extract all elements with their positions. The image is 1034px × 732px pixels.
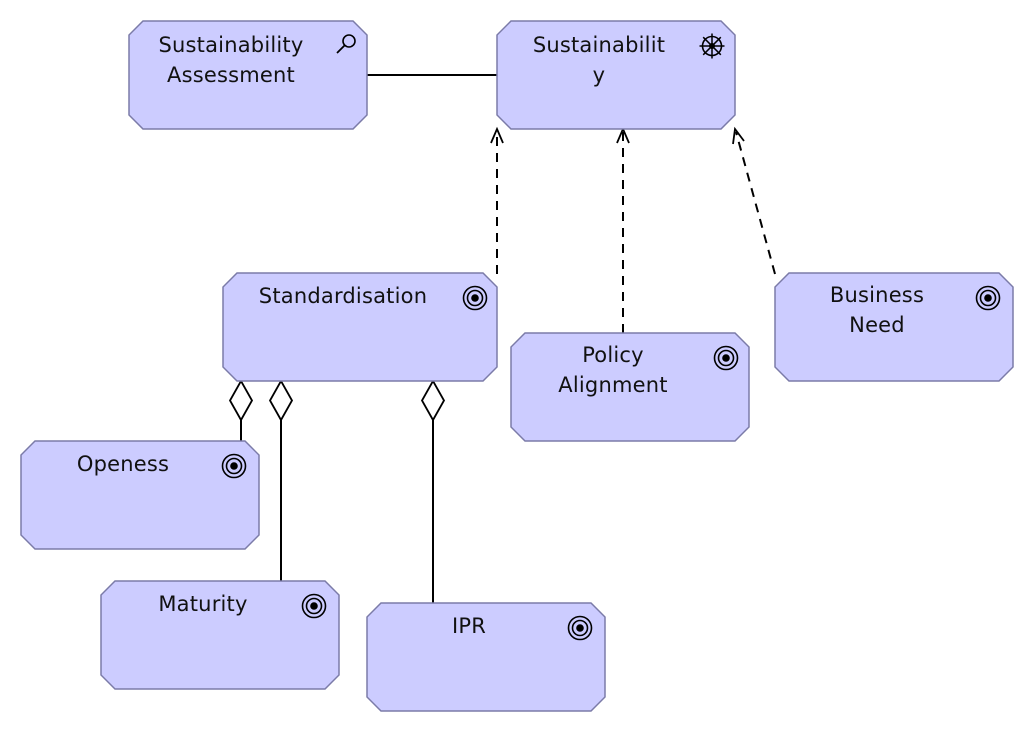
- node-outline: [774, 272, 1014, 382]
- goal-icon: [713, 345, 739, 371]
- node-shape: [222, 272, 498, 382]
- driver-icon: [699, 33, 725, 59]
- node-outline: [366, 602, 606, 712]
- node-outline: [128, 20, 368, 130]
- node-label: IPR: [451, 614, 487, 638]
- node-openess[interactable]: Openess: [20, 440, 260, 550]
- influence-arrowhead-business-need: [732, 126, 745, 145]
- aggregation-diamond-ipr: [420, 379, 446, 422]
- assessment-icon: [333, 31, 359, 57]
- aggregation-diamond-openess: [228, 379, 254, 422]
- goal-icon: [975, 285, 1001, 311]
- node-shape: [128, 20, 368, 130]
- node-sustainability[interactable]: Sustainabilit y: [496, 20, 736, 130]
- node-outline: [496, 20, 736, 130]
- node-outline: [100, 580, 340, 690]
- node-outline: [20, 440, 260, 550]
- influence-arrowhead-standardisation: [490, 126, 504, 144]
- node-label: Openess: [76, 452, 170, 476]
- node-shape: [774, 272, 1014, 382]
- node-outline: [222, 272, 498, 382]
- node-business-need[interactable]: Business Need: [774, 272, 1014, 382]
- influence-line-business-need: [735, 131, 776, 275]
- node-label: Sustainability Assessment: [158, 33, 304, 87]
- node-shape: [366, 602, 606, 712]
- node-label: Business Need: [829, 283, 925, 337]
- node-shape: [510, 332, 750, 442]
- node-shape: [496, 20, 736, 130]
- node-label: Policy Alignment: [558, 343, 668, 397]
- node-maturity[interactable]: Maturity: [100, 580, 340, 690]
- goal-icon: [462, 285, 488, 311]
- node-standardisation[interactable]: Standardisation: [222, 272, 498, 382]
- node-policy-alignment[interactable]: Policy Alignment: [510, 332, 750, 442]
- node-label: Standardisation: [258, 284, 428, 308]
- node-outline: [510, 332, 750, 442]
- node-sustainability-assessment[interactable]: Sustainability Assessment: [128, 20, 368, 130]
- goal-icon: [567, 615, 593, 641]
- node-label: Sustainabilit y: [532, 33, 666, 87]
- node-shape: [20, 440, 260, 550]
- node-label: Maturity: [158, 592, 248, 616]
- goal-icon: [221, 453, 247, 479]
- node-ipr[interactable]: IPR: [366, 602, 606, 712]
- aggregation-diamond-maturity: [268, 379, 294, 422]
- goal-icon: [301, 593, 327, 619]
- node-shape: [100, 580, 340, 690]
